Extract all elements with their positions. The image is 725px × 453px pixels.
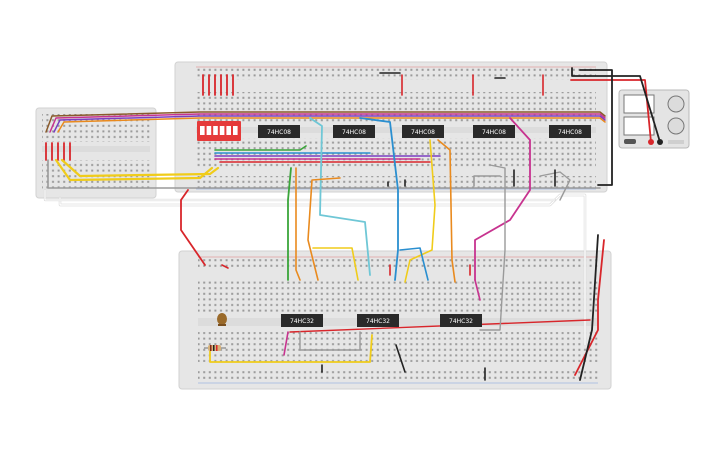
wire-black bbox=[579, 234, 599, 381]
wire-layer bbox=[43, 67, 661, 381]
dip-switch-toggle[interactable] bbox=[200, 126, 205, 135]
chip-74hc32-2: 74HC32 bbox=[357, 314, 399, 327]
wire-magenta bbox=[49, 113, 606, 133]
wire-magenta bbox=[474, 279, 481, 301]
wire-red bbox=[570, 79, 652, 143]
chip-74hc08-3: 74HC08 bbox=[402, 125, 444, 138]
wire-white bbox=[44, 189, 556, 201]
wire-grey bbox=[479, 164, 506, 331]
chip-label: 74HC32 bbox=[290, 318, 314, 325]
chip-label: 74HC08 bbox=[558, 129, 582, 136]
wire-orange bbox=[57, 117, 606, 133]
wire-grey bbox=[539, 171, 571, 201]
dip-switch-toggle[interactable] bbox=[233, 126, 238, 135]
wire-grey bbox=[47, 159, 601, 189]
wire-red bbox=[180, 189, 206, 266]
dip-switch-toggle[interactable] bbox=[226, 126, 231, 135]
wire-orange bbox=[437, 139, 456, 283]
dip-switch-toggle[interactable] bbox=[219, 126, 225, 135]
wire-grey bbox=[473, 175, 501, 187]
wire-orange bbox=[307, 177, 341, 281]
resistor bbox=[204, 345, 226, 351]
wire-purple bbox=[53, 115, 606, 133]
wire-magenta bbox=[283, 331, 289, 356]
wire-grey bbox=[299, 331, 361, 351]
wire-yellow bbox=[60, 158, 220, 178]
dip-switch-toggle[interactable] bbox=[206, 126, 212, 135]
chip-label: 74HC08 bbox=[267, 129, 291, 136]
chip-label: 74HC08 bbox=[342, 129, 366, 136]
led bbox=[217, 313, 227, 326]
wire-yellow bbox=[209, 334, 373, 363]
chip-74hc08-4: 74HC08 bbox=[473, 125, 515, 138]
wire-yellow bbox=[404, 139, 436, 283]
chip-74hc08-5: 74HC08 bbox=[549, 125, 591, 138]
wire-green bbox=[287, 167, 292, 281]
chip-74hc32-1: 74HC32 bbox=[281, 314, 323, 327]
wire-blue bbox=[399, 247, 429, 281]
wire-cyan bbox=[309, 117, 371, 276]
chip-label: 74HC32 bbox=[449, 318, 473, 325]
wire-yellow bbox=[312, 247, 359, 281]
wire-orange bbox=[295, 167, 301, 281]
chip-label: 74HC08 bbox=[411, 129, 435, 136]
wire-brown bbox=[45, 111, 606, 133]
wire-black bbox=[571, 67, 661, 143]
chip-74hc08-1: 74HC08 bbox=[258, 125, 300, 138]
dip-switch-toggle[interactable] bbox=[213, 126, 218, 135]
power-supply-icon[interactable] bbox=[618, 89, 690, 149]
wire-blue bbox=[359, 117, 399, 281]
wire-black bbox=[395, 344, 406, 373]
chip-74hc32-3: 74HC32 bbox=[440, 314, 482, 327]
wire-black bbox=[579, 69, 613, 186]
chip-label: 74HC32 bbox=[366, 318, 390, 325]
wire-magenta bbox=[474, 117, 531, 281]
dip-switch[interactable] bbox=[197, 121, 241, 141]
wire-green bbox=[214, 145, 307, 151]
chip-label: 74HC08 bbox=[482, 129, 506, 136]
chip-74hc08-2: 74HC08 bbox=[333, 125, 375, 138]
wire-red bbox=[221, 264, 229, 269]
